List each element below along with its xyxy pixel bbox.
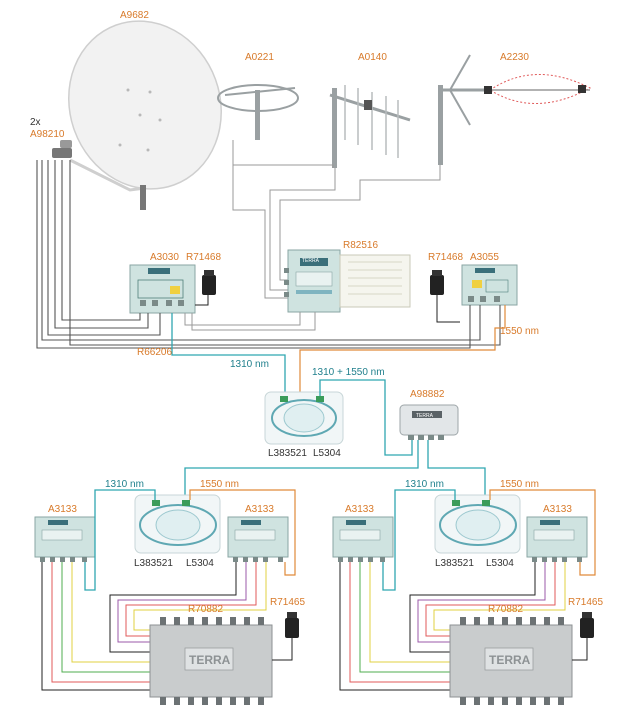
label-antenna-1: A0221 — [245, 52, 274, 63]
brand-left-switch: TERRA — [189, 653, 231, 667]
brand-right-switch: TERRA — [489, 653, 531, 667]
label-dish: A9682 — [120, 10, 149, 21]
brand-splitter: TERRA — [416, 413, 434, 419]
right-receiver-1 — [332, 516, 394, 562]
right-coupler — [434, 494, 521, 554]
psu-r71468-left — [202, 270, 216, 295]
left-multiswitch — [149, 617, 273, 705]
coupler-center — [264, 391, 344, 445]
label-wl-1550-top: 1550 nm — [500, 326, 539, 337]
splitter-a98882 — [399, 404, 459, 440]
label-left-switch: R70882 — [188, 604, 223, 615]
label-left-1310: 1310 nm — [105, 479, 144, 490]
label-right-rx1: A3133 — [345, 504, 374, 515]
label-lnb-count: 2x — [30, 117, 41, 128]
label-splitter: A98882 — [410, 389, 445, 400]
label-psu1: R71468 — [186, 252, 221, 263]
label-right-1550: 1550 nm — [500, 479, 539, 490]
label-right-psu: R71465 — [568, 597, 603, 608]
label-headend: R82516 — [343, 240, 378, 251]
satellite-dish — [52, 20, 222, 210]
label-left-coupler-l: L383521 — [134, 558, 173, 569]
label-tx1: A3030 — [150, 252, 179, 263]
label-right-coupler-l: L383521 — [435, 558, 474, 569]
left-receiver-1 — [34, 516, 96, 562]
antenna-a0221 — [217, 84, 299, 140]
label-cable: R66206 — [137, 347, 172, 358]
label-left-coupler-r: L5304 — [186, 558, 214, 569]
label-left-rx2: A3133 — [245, 504, 274, 515]
label-right-switch: R70882 — [488, 604, 523, 615]
label-antenna-2: A0140 — [358, 52, 387, 63]
left-psu-r71465 — [285, 612, 299, 638]
antenna-a2230 — [438, 54, 592, 165]
label-wl-1310-top: 1310 nm — [230, 359, 269, 370]
right-multiswitch — [449, 617, 573, 705]
left-coupler — [134, 494, 221, 554]
label-psu2: R71468 — [428, 252, 463, 263]
label-coupler-center-r: L5304 — [313, 448, 341, 459]
label-left-rx1: A3133 — [48, 504, 77, 515]
label-left-1550: 1550 nm — [200, 479, 239, 490]
antenna-a0140 — [329, 85, 411, 168]
label-coupler-center-l: L383521 — [268, 448, 307, 459]
transmitter-a3030 — [129, 264, 196, 314]
psu-r71468-right — [430, 270, 444, 295]
transmitter-a3055 — [461, 264, 518, 306]
right-psu-r71465 — [580, 612, 594, 638]
label-right-coupler-r: L5304 — [486, 558, 514, 569]
label-right-1310: 1310 nm — [405, 479, 444, 490]
left-receiver-2 — [227, 516, 289, 562]
label-antenna-3: A2230 — [500, 52, 529, 63]
label-wl-combined: 1310 + 1550 nm — [312, 367, 385, 378]
brand-headend: TERRA — [302, 258, 320, 264]
headend-r82516 — [284, 249, 411, 313]
label-tx2: A3055 — [470, 252, 499, 263]
label-right-rx2: A3133 — [543, 504, 572, 515]
label-left-psu: R71465 — [270, 597, 305, 608]
right-receiver-2 — [526, 516, 588, 562]
label-lnb: A98210 — [30, 129, 65, 140]
